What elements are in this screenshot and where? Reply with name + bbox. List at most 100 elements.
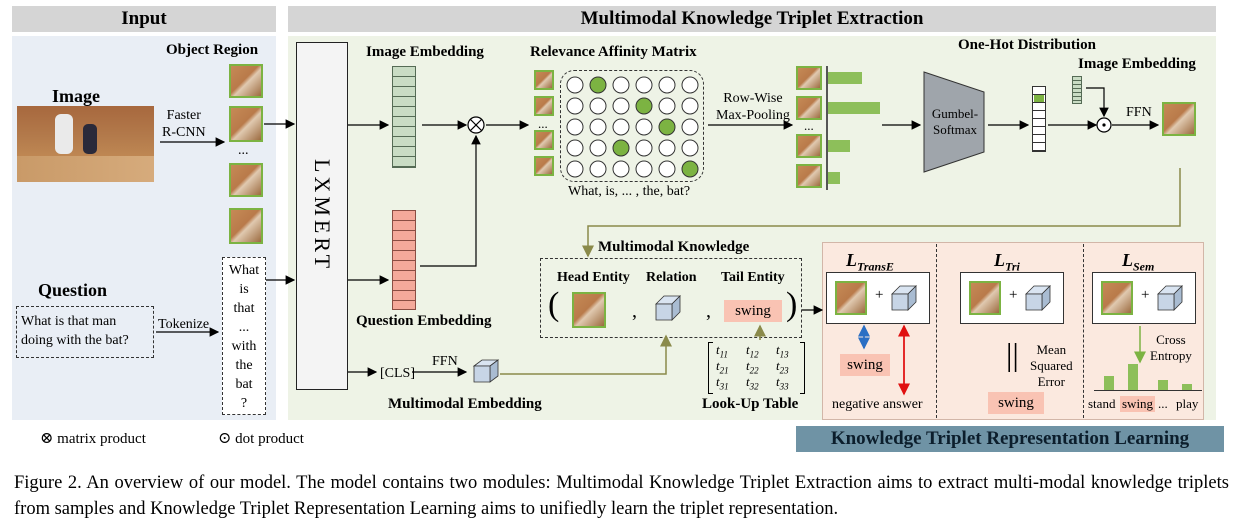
- lookup-cell: t22: [746, 358, 759, 376]
- matrix-cell: [635, 118, 653, 136]
- pooled-bar: [828, 172, 840, 184]
- matrix-cell: [612, 139, 630, 157]
- matrix-cell: [635, 97, 653, 115]
- tri-relation-cube: [1025, 285, 1051, 311]
- matrix-cell: [658, 76, 676, 94]
- ffn-output-thumb: [1162, 102, 1196, 136]
- matrix-cell: [658, 160, 676, 178]
- sem-bar: [1104, 376, 1114, 390]
- affinity-matrix-grid: [566, 76, 699, 178]
- token-list: What is that ... with the bat ?: [222, 257, 266, 415]
- dot-product-legend: ⊙ dot product: [218, 430, 304, 447]
- matrix-cell: [681, 160, 699, 178]
- head-entity-label: Head Entity: [557, 270, 630, 285]
- lxmert-label: LXMERT: [310, 159, 335, 273]
- loss-divider-2: [1083, 244, 1084, 418]
- dot-product-icon: ⊙: [218, 430, 232, 447]
- lookup-cell: t31: [716, 374, 729, 392]
- question-embedding-bar: [392, 210, 416, 310]
- lookup-cell: t13: [776, 342, 789, 360]
- matrix-cell: [566, 160, 584, 178]
- extraction-header: Multimodal Knowledge Triplet Extraction: [288, 6, 1216, 32]
- matrix-cell: [566, 139, 584, 157]
- image-embedding-bar: [392, 66, 416, 168]
- pooled-thumb-2: [796, 96, 822, 120]
- matrix-caption: What, is, ... , the, bat?: [568, 184, 691, 199]
- pooled-bar: [828, 140, 850, 152]
- matrix-cell: [612, 118, 630, 136]
- matrix-cell: [681, 76, 699, 94]
- matrix-dots: ...: [538, 116, 548, 131]
- matrix-cell: [589, 97, 607, 115]
- matrix-cell: [566, 118, 584, 136]
- token: What: [228, 263, 260, 278]
- tail-entity-swing: swing: [724, 300, 782, 322]
- token: ?: [240, 396, 248, 411]
- tokenize-label: Tokenize: [158, 317, 210, 332]
- matrix-cell: [658, 139, 676, 157]
- matrix-thumb-2: [534, 96, 554, 116]
- question-title: Question: [38, 280, 108, 300]
- head-entity-thumb: [572, 292, 606, 328]
- sem-loss-title: LSem: [1122, 250, 1155, 274]
- input-header: Input: [12, 6, 276, 32]
- figure-caption: Figure 2. An overview of our model. The …: [14, 473, 1229, 519]
- pooled-bar: [828, 102, 880, 114]
- cls-label: [CLS]: [380, 366, 415, 381]
- matrix-cell: [658, 97, 676, 115]
- transe-box: +: [826, 272, 930, 324]
- lookup-cell: t21: [716, 358, 729, 376]
- image-embedding2-label: Image Embedding: [1078, 56, 1196, 72]
- pooled-dots: ...: [804, 118, 814, 133]
- matrix-cell: [635, 160, 653, 178]
- matrix-cell: [589, 118, 607, 136]
- matrix-thumb-3: [534, 130, 554, 150]
- matrix-cell: [589, 160, 607, 178]
- lookup-cell: t12: [746, 342, 759, 360]
- gumbel-softmax-label: Gumbel- Softmax: [931, 106, 979, 137]
- sem-label-swing: swing: [1120, 396, 1156, 412]
- triplet-comma-2: ,: [706, 300, 711, 322]
- sem-label-stand: stand: [1088, 396, 1116, 411]
- region-thumb-3: [229, 163, 263, 197]
- relation-cube: [655, 295, 681, 321]
- lookup-cell: t33: [776, 374, 789, 392]
- klr-title-bar: Knowledge Triplet Representation Learnin…: [796, 426, 1224, 452]
- one-hot-label: One-Hot Distribution: [958, 37, 1096, 53]
- matrix-cell: [635, 76, 653, 94]
- token: that: [233, 301, 255, 316]
- pooled-thumb-4: [796, 164, 822, 188]
- multimodal-knowledge-label: Multimodal Knowledge: [598, 239, 750, 255]
- transe-relation-cube: [891, 285, 917, 311]
- pooled-bar: [828, 72, 862, 84]
- region-thumb-1: [229, 64, 263, 98]
- mse-label: Mean Squared Error: [1030, 342, 1073, 389]
- tri-swing: swing: [988, 392, 1044, 414]
- matrix-cell: [566, 97, 584, 115]
- matrix-cell: [681, 97, 699, 115]
- matrix-cell: [589, 76, 607, 94]
- matrix-cell: [658, 118, 676, 136]
- sem-axis: [1094, 390, 1202, 391]
- parallel-symbol: ||: [1006, 336, 1019, 372]
- pooled-axis: [826, 66, 828, 190]
- matrix-cell: [681, 118, 699, 136]
- token: bat: [235, 377, 253, 392]
- token: ...: [238, 320, 250, 335]
- gumbel-softmax-block: [923, 71, 985, 173]
- multimodal-embedding-label: Multimodal Embedding: [388, 396, 542, 412]
- sem-label-play: play: [1176, 396, 1199, 411]
- ffn-label: FFN: [1126, 105, 1152, 120]
- sem-bar: [1158, 380, 1168, 390]
- triplet-open-paren: (: [548, 286, 560, 323]
- matrix-cell: [612, 76, 630, 94]
- matrix-product-legend: ⊗ matrix product: [40, 430, 146, 447]
- pooled-thumb-3: [796, 134, 822, 158]
- row-wise-text: Row-Wise: [723, 91, 783, 106]
- matrix-thumb-1: [534, 70, 554, 90]
- input-image: [17, 106, 154, 182]
- sem-label-dots: ...: [1158, 396, 1168, 411]
- tri-loss-title: LTri: [994, 250, 1020, 274]
- matrix-thumb-4: [534, 156, 554, 176]
- object-region-label: Object Region: [166, 42, 259, 58]
